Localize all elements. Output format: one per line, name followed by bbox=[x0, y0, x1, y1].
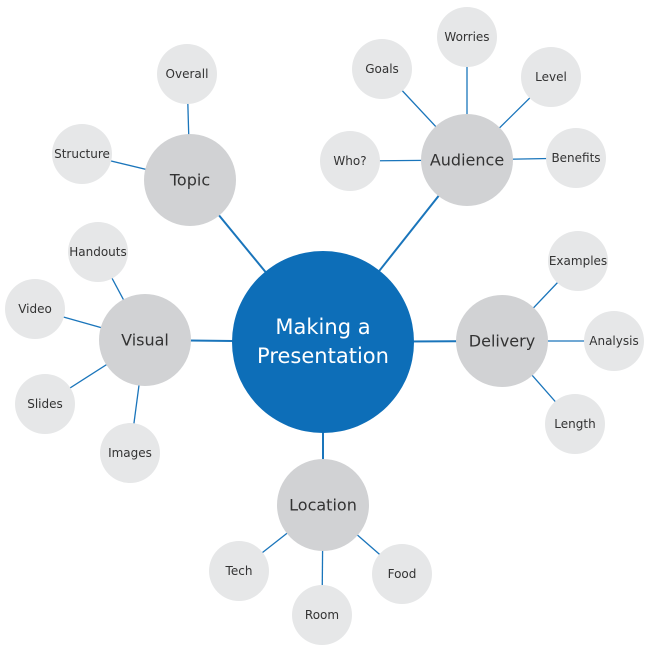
leaf-node-examples-circle bbox=[548, 231, 608, 291]
leaf-node-room-label: Room bbox=[305, 608, 339, 622]
branch-node-location-label: Location bbox=[289, 496, 357, 515]
branch-node-audience-circle bbox=[421, 114, 513, 206]
leaf-node-tech-circle bbox=[209, 541, 269, 601]
leaf-node-analysis-circle bbox=[584, 311, 644, 371]
leaf-node-tech-label: Tech bbox=[225, 564, 253, 578]
leaf-node-slides: Slides bbox=[15, 374, 75, 434]
leaf-node-goals-circle bbox=[352, 39, 412, 99]
center-label-line1: Making a bbox=[275, 315, 370, 339]
branch-node-delivery: Delivery bbox=[456, 295, 548, 387]
leaf-node-structure: Structure bbox=[52, 124, 112, 184]
leaf-node-level-circle bbox=[521, 47, 581, 107]
leaf-node-examples: Examples bbox=[548, 231, 608, 291]
leaf-node-who-circle bbox=[320, 131, 380, 191]
leaf-node-images: Images bbox=[100, 423, 160, 483]
center-node: Making a Presentation bbox=[232, 251, 414, 433]
branch-node-topic: Topic bbox=[144, 134, 236, 226]
leaf-node-room-circle bbox=[292, 585, 352, 645]
leaf-node-food: Food bbox=[372, 544, 432, 604]
nodes-layer: Making a Presentation Topic OverallStruct… bbox=[5, 7, 644, 645]
leaf-node-level: Level bbox=[521, 47, 581, 107]
leaf-node-handouts-circle bbox=[68, 222, 128, 282]
leaf-node-worries-label: Worries bbox=[444, 30, 489, 44]
leaf-node-food-label: Food bbox=[388, 567, 417, 581]
leaf-node-room: Room bbox=[292, 585, 352, 645]
leaf-node-length-circle bbox=[545, 394, 605, 454]
leaf-node-video-label: Video bbox=[18, 302, 52, 316]
leaf-node-level-label: Level bbox=[535, 70, 567, 84]
leaf-node-examples-label: Examples bbox=[549, 254, 607, 268]
leaf-node-tech: Tech bbox=[209, 541, 269, 601]
leaf-node-analysis: Analysis bbox=[584, 311, 644, 371]
leaf-node-structure-label: Structure bbox=[54, 147, 110, 161]
leaf-node-overall-circle bbox=[157, 44, 217, 104]
leaf-node-slides-circle bbox=[15, 374, 75, 434]
center-label-line2: Presentation bbox=[257, 344, 389, 368]
branch-node-visual-label: Visual bbox=[121, 331, 169, 350]
leaf-node-benefits-label: Benefits bbox=[551, 151, 600, 165]
leaf-node-benefits-circle bbox=[546, 128, 606, 188]
leaf-node-benefits: Benefits bbox=[546, 128, 606, 188]
leaf-node-length-label: Length bbox=[554, 417, 595, 431]
leaf-node-overall: Overall bbox=[157, 44, 217, 104]
branch-node-visual: Visual bbox=[99, 294, 191, 386]
leaf-node-worries: Worries bbox=[437, 7, 497, 67]
branch-node-location-circle bbox=[277, 459, 369, 551]
branch-node-delivery-circle bbox=[456, 295, 548, 387]
leaf-node-worries-circle bbox=[437, 7, 497, 67]
branch-node-location: Location bbox=[277, 459, 369, 551]
leaf-node-length: Length bbox=[545, 394, 605, 454]
leaf-node-images-circle bbox=[100, 423, 160, 483]
leaf-node-images-label: Images bbox=[108, 446, 152, 460]
leaf-node-who-label: Who? bbox=[333, 154, 366, 168]
leaf-node-who: Who? bbox=[320, 131, 380, 191]
branch-node-delivery-label: Delivery bbox=[469, 332, 535, 351]
branch-node-audience: Audience bbox=[421, 114, 513, 206]
leaf-node-overall-label: Overall bbox=[166, 67, 209, 81]
leaf-node-handouts-label: Handouts bbox=[69, 245, 127, 259]
leaf-node-video: Video bbox=[5, 279, 65, 339]
leaf-node-handouts: Handouts bbox=[68, 222, 128, 282]
leaf-node-goals-label: Goals bbox=[365, 62, 399, 76]
leaf-node-structure-circle bbox=[52, 124, 112, 184]
leaf-node-analysis-label: Analysis bbox=[589, 334, 638, 348]
branch-node-topic-circle bbox=[144, 134, 236, 226]
branch-node-visual-circle bbox=[99, 294, 191, 386]
leaf-node-slides-label: Slides bbox=[27, 397, 63, 411]
leaf-node-video-circle bbox=[5, 279, 65, 339]
leaf-node-goals: Goals bbox=[352, 39, 412, 99]
center-node-circle bbox=[232, 251, 414, 433]
leaf-node-food-circle bbox=[372, 544, 432, 604]
branch-node-audience-label: Audience bbox=[430, 151, 504, 170]
branch-node-topic-label: Topic bbox=[169, 171, 210, 190]
